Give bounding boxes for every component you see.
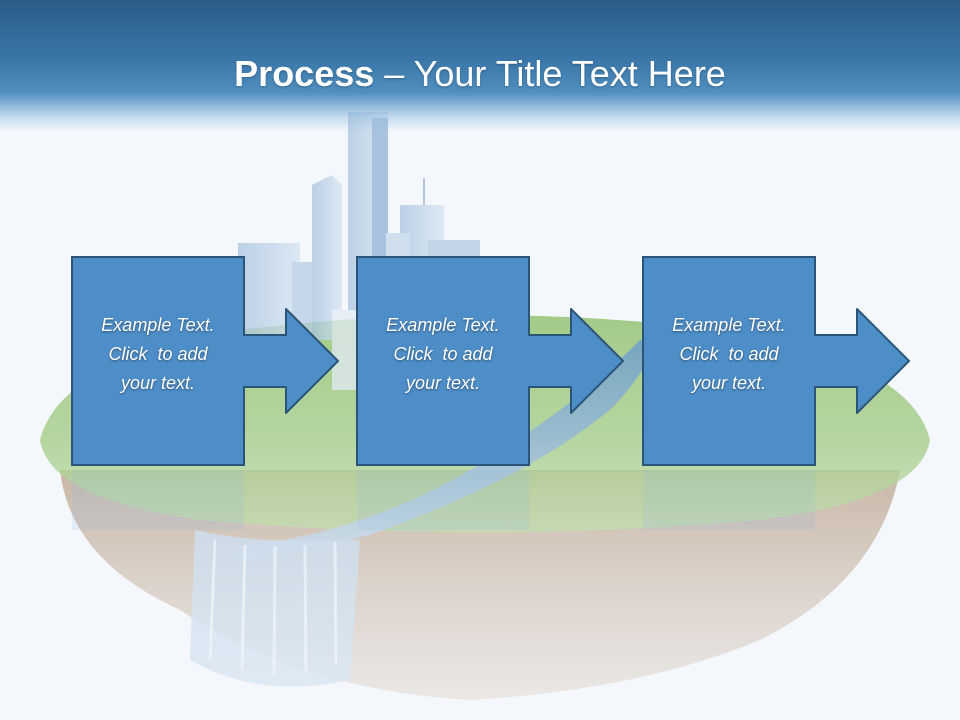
step-2-line-1: Example Text.	[386, 315, 500, 335]
step-3-line-2: Click to add	[679, 344, 779, 364]
step-3-line-3: your text.	[691, 373, 767, 393]
step-1-line-3: your text.	[120, 373, 196, 393]
process-step-2-text[interactable]: Example Text. Click to add your text.	[357, 311, 529, 398]
step-2-line-3: your text.	[405, 373, 481, 393]
title-bold: Process	[234, 53, 375, 94]
step-2-line-2: Click to add	[393, 344, 493, 364]
step-1-line-2: Click to add	[108, 344, 208, 364]
process-step-1-text[interactable]: Example Text. Click to add your text.	[72, 311, 244, 398]
process-step-2-shape[interactable]	[356, 256, 624, 466]
process-step-3-text[interactable]: Example Text. Click to add your text.	[643, 311, 815, 398]
slide-title[interactable]: Process – Your Title Text Here	[0, 52, 960, 96]
process-step-1-shape[interactable]	[71, 256, 339, 466]
step-1-line-1: Example Text.	[101, 315, 215, 335]
step-3-line-1: Example Text.	[672, 315, 786, 335]
title-rest: – Your Title Text Here	[374, 53, 726, 94]
process-step-3-shape[interactable]	[642, 256, 910, 466]
title-bar	[0, 0, 960, 132]
